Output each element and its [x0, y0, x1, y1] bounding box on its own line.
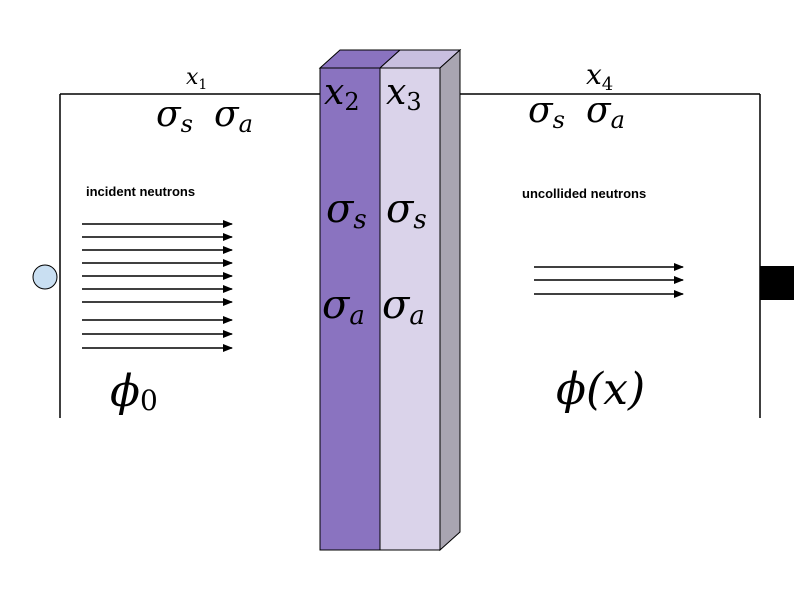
slab-left-layer: [319, 67, 381, 551]
slab-right-sigma-s: σs: [386, 186, 427, 235]
region4-sigma-s: σs: [528, 90, 565, 134]
neutron-source-circle: [32, 264, 58, 290]
incident-arrows: [82, 220, 233, 352]
uncollided-neutrons-caption: uncollided neutrons: [522, 186, 646, 201]
region4-sigma-a: σa: [586, 90, 625, 134]
slab-left-sigma-s: σs: [326, 186, 367, 235]
detector-square: [760, 266, 794, 300]
uncollided-arrows: [534, 263, 684, 298]
slab-side-face: [439, 48, 461, 552]
x4-label: x4: [586, 58, 613, 95]
phi-x-label: ϕ(x): [556, 364, 645, 415]
slab-right-sigma-a: σa: [382, 282, 425, 331]
incident-neutrons-caption: incident neutrons: [86, 184, 195, 199]
x2-label: x2: [324, 72, 360, 116]
x3-label: x3: [386, 72, 422, 116]
region1-sigma-s: σs: [156, 94, 193, 138]
phi0-label: ϕ0: [110, 366, 158, 417]
enclosure-lines: [59, 93, 761, 418]
slab-left-sigma-a: σa: [322, 282, 365, 331]
region1-sigma-a: σa: [214, 94, 253, 138]
slab: [318, 48, 462, 552]
slab-right-layer: [379, 67, 441, 551]
x1-label: x1: [186, 65, 207, 93]
